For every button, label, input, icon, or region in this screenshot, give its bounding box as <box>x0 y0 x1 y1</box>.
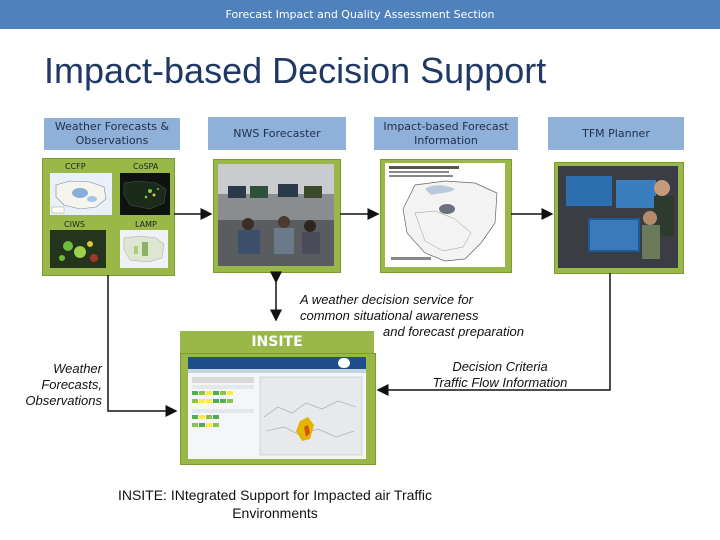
cospa-map-image <box>120 173 170 215</box>
left-note-line1: Weather <box>53 361 102 376</box>
header-weather-label: Weather Forecasts & Observations <box>54 120 170 147</box>
nws-forecaster-photo <box>218 164 334 266</box>
section-title: Forecast Impact and Quality Assessment S… <box>225 8 495 21</box>
ciws-map-image <box>50 230 106 268</box>
decision-criteria-note: Decision Criteria Traffic Flow Informati… <box>412 359 588 391</box>
insite-desc-line3: and forecast preparation <box>383 324 524 339</box>
right-note-line1: Decision Criteria <box>452 359 548 374</box>
footnote-line2: Environments <box>232 505 318 521</box>
insite-label: INSITE <box>180 331 374 353</box>
cospa-label: CoSPA <box>133 162 159 171</box>
arrow-weather-to-insite <box>107 275 178 417</box>
insite-label-text: INSITE <box>251 334 303 350</box>
insite-app-screenshot <box>188 357 366 459</box>
header-impact-info: Impact-based Forecast Information <box>374 117 518 150</box>
ccfp-label: CCFP <box>65 162 86 171</box>
header-tfm-label: TFM Planner <box>582 126 650 140</box>
insite-desc-line2: common situational awareness <box>300 308 479 323</box>
left-note-line2: Forecasts, <box>41 377 102 392</box>
left-note-line3: Observations <box>25 393 102 408</box>
page-title: Impact-based Decision Support <box>44 50 547 91</box>
insite-description: A weather decision service for common si… <box>300 292 540 340</box>
lamp-map-image <box>120 230 168 268</box>
header-nws-label: NWS Forecaster <box>233 126 321 140</box>
tfm-planner-photo <box>558 166 678 268</box>
footnote-line1: INSITE: INtegrated Support for Impacted … <box>117 487 433 503</box>
insite-desc-line1: A weather decision service for <box>300 292 473 307</box>
insite-acronym-footnote: INSITE: INtegrated Support for Impacted … <box>80 486 470 522</box>
weather-forecasts-note: Weather Forecasts, Observations <box>14 361 102 409</box>
section-header-bar: Forecast Impact and Quality Assessment S… <box>0 0 720 29</box>
header-nws-forecaster: NWS Forecaster <box>208 117 346 150</box>
right-note-line2: Traffic Flow Information <box>432 375 568 390</box>
lamp-label: LAMP <box>135 220 157 229</box>
ciws-label: CIWS <box>64 220 85 229</box>
header-tfm-planner: TFM Planner <box>548 117 684 150</box>
arrow-tfm-to-insite <box>376 273 611 396</box>
header-weather-forecasts: Weather Forecasts & Observations <box>44 118 180 150</box>
ccfp-map-image <box>50 173 112 215</box>
impact-forecast-map <box>385 163 505 267</box>
header-impact-label: Impact-based Forecast Information <box>383 119 509 147</box>
